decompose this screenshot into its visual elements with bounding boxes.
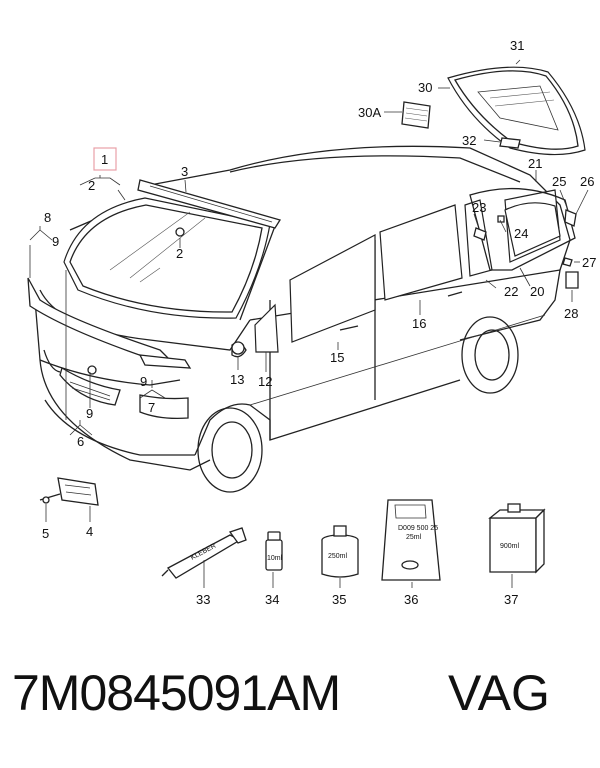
rear-side-glass bbox=[469, 187, 579, 289]
adhesive-bag: D009 500 25 25ml bbox=[381, 499, 441, 581]
callout-23: 23 bbox=[472, 200, 486, 215]
callout-26: 26 bbox=[580, 174, 594, 189]
product-label-bag-qty: 25ml bbox=[406, 534, 422, 541]
callout-37: 37 bbox=[504, 592, 518, 607]
footer: 7M0845091AM VAG bbox=[0, 664, 600, 744]
callout-30: 30 bbox=[418, 80, 432, 95]
product-label-bag-code: D009 500 25 bbox=[398, 525, 438, 532]
windshield bbox=[63, 197, 271, 319]
cowl-trim bbox=[27, 277, 192, 369]
bracket-4 bbox=[39, 477, 99, 506]
callout-20: 20 bbox=[530, 284, 544, 299]
callout-34: 34 bbox=[265, 592, 279, 607]
callout-9: 9 bbox=[52, 234, 59, 249]
can-250ml: 250ml bbox=[321, 525, 359, 578]
callout-2: 2 bbox=[176, 246, 183, 261]
parts-diagram: KLEBER 10ml 250ml D009 500 25 25ml 900ml bbox=[27, 38, 596, 607]
callout-30a: 30A bbox=[358, 105, 381, 120]
product-label-250ml: 250ml bbox=[328, 553, 348, 560]
callout-31: 31 bbox=[510, 38, 524, 53]
callout-13: 13 bbox=[230, 372, 244, 387]
grommet-13 bbox=[231, 341, 245, 355]
callout-9: 9 bbox=[86, 406, 93, 421]
roof-strip bbox=[137, 179, 282, 229]
callout-21: 21 bbox=[528, 156, 542, 171]
brand-name: VAG bbox=[448, 665, 550, 721]
product-label-900ml: 900ml bbox=[500, 543, 520, 550]
callout-7: 7 bbox=[148, 400, 155, 415]
callout-22: 22 bbox=[504, 284, 518, 299]
product-label-10ml: 10ml bbox=[267, 555, 283, 562]
callout-3: 3 bbox=[181, 164, 188, 179]
callout-2: 2 bbox=[88, 178, 95, 193]
callout-6: 6 bbox=[77, 434, 84, 449]
clip-32 bbox=[499, 137, 521, 149]
callout-35: 35 bbox=[332, 592, 346, 607]
rear-window bbox=[447, 66, 586, 156]
pad-30a bbox=[401, 101, 431, 129]
callout-8: 8 bbox=[44, 210, 51, 225]
callout-32: 32 bbox=[462, 133, 476, 148]
callout-24: 24 bbox=[514, 226, 528, 241]
leader-lines bbox=[29, 59, 589, 588]
callout-9: 9 bbox=[140, 374, 147, 389]
callout-33: 33 bbox=[196, 592, 210, 607]
adhesive-tube: KLEBER bbox=[161, 527, 247, 579]
van-body bbox=[34, 145, 571, 493]
callout-5: 5 bbox=[42, 526, 49, 541]
callout-28: 28 bbox=[564, 306, 578, 321]
callout-27: 27 bbox=[582, 255, 596, 270]
callout-25: 25 bbox=[552, 174, 566, 189]
callout-labels: 1 2 3 2 8 9 9 9 7 6 4 5 13 12 15 16 31 3… bbox=[42, 38, 596, 607]
part-number: 7M0845091AM bbox=[12, 665, 341, 721]
callout-15: 15 bbox=[330, 350, 344, 365]
callout-16: 16 bbox=[412, 316, 426, 331]
container-900ml: 900ml bbox=[488, 503, 546, 574]
callout-1: 1 bbox=[101, 152, 108, 167]
callout-4: 4 bbox=[86, 524, 93, 539]
bottle-10ml: 10ml bbox=[265, 531, 283, 571]
callout-12: 12 bbox=[258, 374, 272, 389]
highlight-box-part-1 bbox=[93, 147, 117, 171]
callout-36: 36 bbox=[404, 592, 418, 607]
